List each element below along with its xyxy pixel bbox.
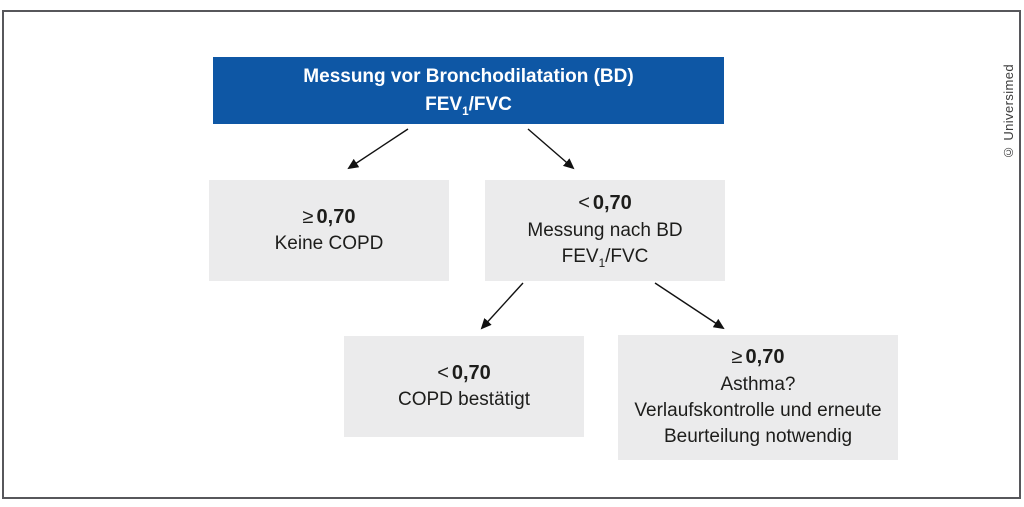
threshold-line: <0,70 <box>578 192 632 215</box>
node-pre-bronchodilation: Messung vor Bronchodilatation (BD) FEV1/… <box>213 57 724 124</box>
node-asthma-followup: ≥0,70 Asthma? Verlaufskontrolle und erne… <box>618 335 898 460</box>
figure-border-frame <box>2 10 1021 499</box>
node-ratio: FEV1/FVC <box>561 246 649 271</box>
node-label: Beurteilung notwendig <box>663 426 853 448</box>
fev-subscript: 1 <box>462 104 469 118</box>
node-label: COPD bestätigt <box>398 389 530 411</box>
node-title: Messung vor Bronchodilatation (BD) <box>303 65 634 87</box>
threshold-line: ≥0,70 <box>731 346 785 369</box>
node-label: Messung nach BD <box>527 220 683 242</box>
node-label: Keine COPD <box>274 233 384 255</box>
node-label: Asthma? <box>720 373 796 395</box>
node-copd-confirmed: <0,70 COPD bestätigt <box>344 336 584 437</box>
node-label: Verlaufskontrolle und erneute <box>634 400 882 422</box>
node-post-bd-measurement: <0,70 Messung nach BD FEV1/FVC <box>485 180 725 281</box>
fev-subscript: 1 <box>598 257 606 271</box>
copyright-label: © Universimed <box>1001 64 1016 161</box>
node-ratio: FEV1/FVC <box>425 93 512 118</box>
threshold-line: ≥0,70 <box>302 205 356 228</box>
threshold-line: <0,70 <box>437 361 491 384</box>
node-no-copd: ≥0,70 Keine COPD <box>209 180 449 281</box>
